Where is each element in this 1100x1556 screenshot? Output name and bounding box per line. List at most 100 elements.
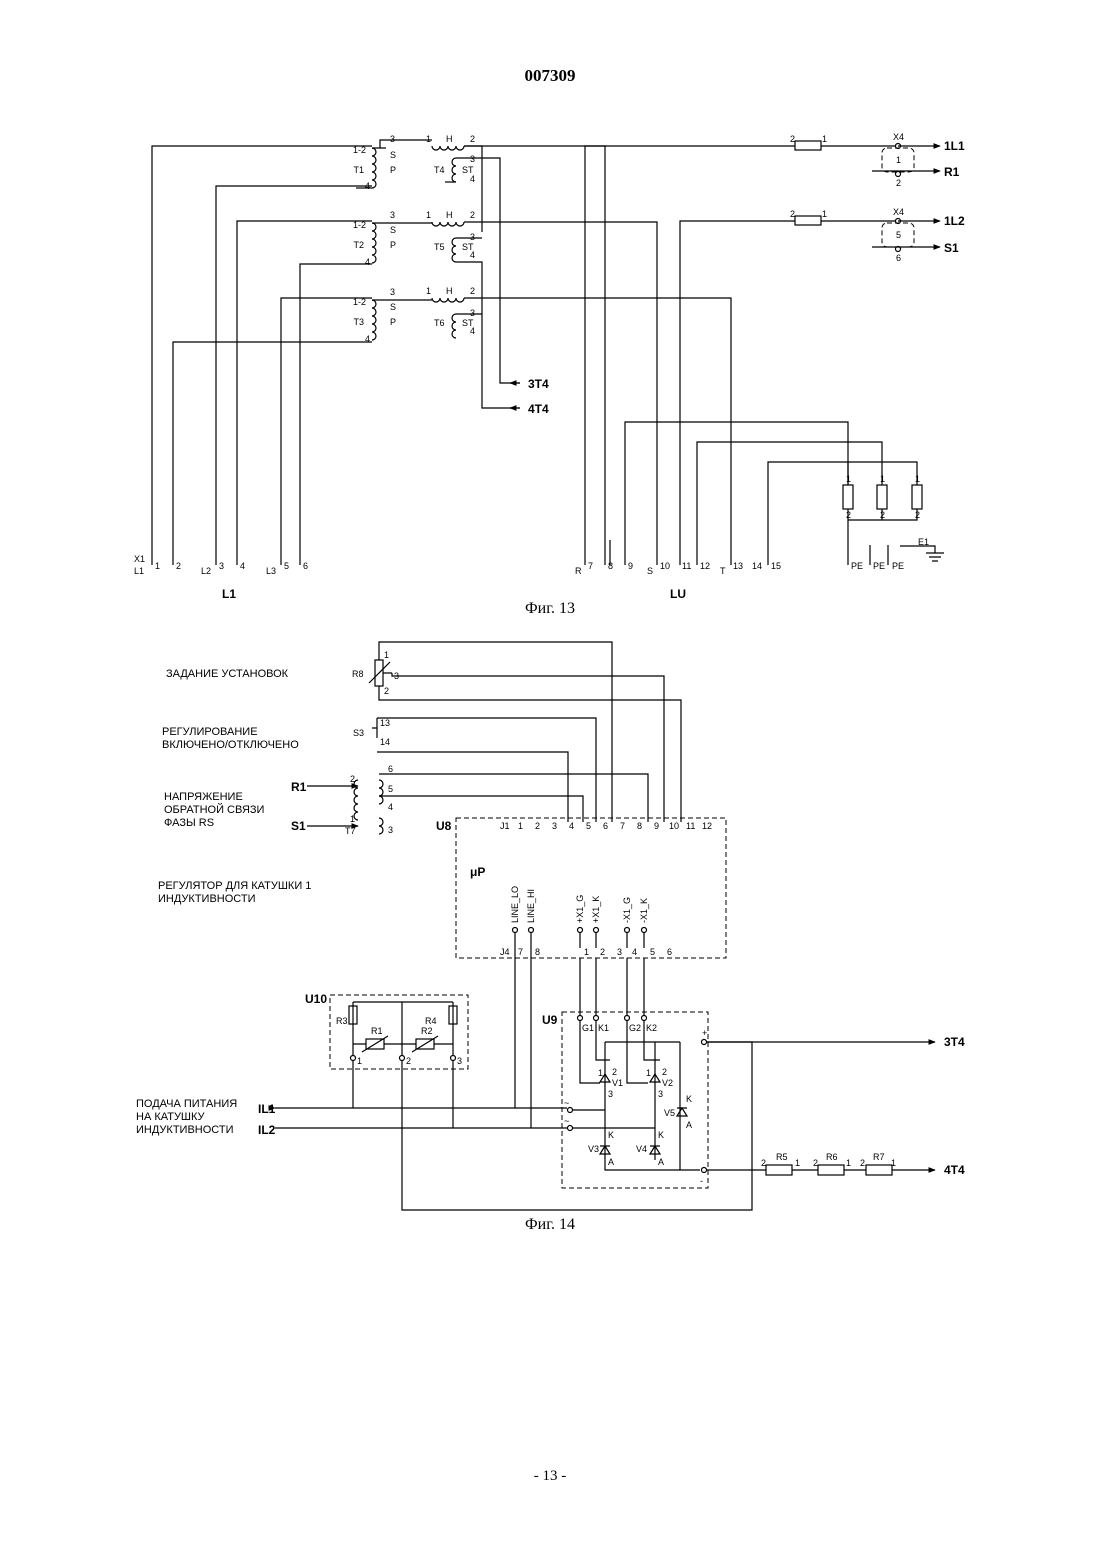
svg-text:3: 3 [219, 561, 224, 571]
svg-text:K2: K2 [646, 1023, 657, 1033]
svg-text:R3: R3 [336, 1016, 348, 1026]
txt-fb-3: ФАЗЫ RS [164, 817, 214, 829]
out-s1: S1 [944, 241, 959, 255]
txt-fb-1: НАПРЯЖЕНИЕ [164, 791, 243, 803]
t2-pin-3: 3 [390, 210, 395, 220]
x4-pin-6: 6 [896, 253, 901, 263]
fuse-f2 [795, 216, 821, 225]
svg-text:8: 8 [637, 821, 642, 831]
svg-text:7: 7 [518, 947, 523, 957]
fig13-caption: Фиг. 13 [0, 600, 1100, 618]
svg-text:+: + [702, 1028, 707, 1038]
out-r1: R1 [944, 165, 960, 179]
t5-label: T5 [434, 242, 445, 252]
svg-text:8: 8 [535, 947, 540, 957]
svg-text:J4: J4 [500, 947, 510, 957]
fig13-outputs: 3T4 4T4 [510, 377, 549, 416]
term-s: S [647, 566, 653, 576]
svg-text:12: 12 [702, 821, 712, 831]
out-1l1: 1L1 [944, 139, 965, 153]
svg-text:1: 1 [357, 1056, 362, 1066]
t4-pin-2: 2 [470, 134, 475, 144]
out-1l2: 1L2 [944, 214, 965, 228]
svg-text:2: 2 [176, 561, 181, 571]
page-number: - 13 - [0, 1468, 1100, 1485]
t3-label: T3 [353, 317, 364, 327]
resistor-b [877, 485, 887, 509]
t5-secondary [452, 238, 456, 262]
svg-text:S3: S3 [353, 728, 364, 738]
x4-2-label: X4 [893, 207, 904, 217]
up-label: μP [470, 865, 485, 879]
svg-text:~: ~ [564, 1116, 569, 1126]
resistor-a [843, 485, 853, 509]
svg-text:1: 1 [646, 1068, 651, 1078]
svg-text:R1: R1 [371, 1026, 383, 1036]
txt-regulator-2: ИНДУКТИВНОСТИ [158, 893, 256, 905]
term-x1: X1 [134, 554, 145, 564]
svg-text:-: - [700, 1176, 703, 1186]
t4-pin-1: 1 [426, 134, 431, 144]
t5-primary [432, 222, 464, 226]
t4-secondary [452, 158, 456, 182]
t5-pin-2: 2 [470, 210, 475, 220]
svg-text:12: 12 [700, 561, 710, 571]
txt-reg-2: ВКЛЮЧЕНО/ОТКЛЮЧЕНО [162, 739, 299, 751]
transformer-t1: 1-2 3 S T1 P 4 [353, 134, 396, 191]
t7-transformer: T7 2 1 6 5 4 3 R1 S1 [291, 764, 648, 836]
x4-block-1: X4 1 2 1L1 R1 2 1 [790, 132, 965, 188]
term-r: R [575, 566, 582, 576]
svg-text:13: 13 [380, 718, 390, 728]
svg-text:6: 6 [667, 947, 672, 957]
svg-text:7: 7 [620, 821, 625, 831]
svg-text:U10: U10 [305, 992, 327, 1006]
t2-pin-4: 4 [365, 257, 370, 267]
txt-regulator-1: РЕГУЛЯТОР ДЛЯ КАТУШКИ 1 [158, 880, 311, 892]
t6-pin-3: 3 [470, 308, 475, 318]
svg-text:1: 1 [795, 1158, 800, 1168]
svg-text:1: 1 [915, 474, 920, 484]
svg-text:7: 7 [588, 561, 593, 571]
svg-text:+X1_K: +X1_K [591, 896, 601, 923]
svg-text:PE: PE [873, 561, 885, 571]
transformer-t6: 1 H 2 T6 ST 3 4 [426, 286, 475, 338]
svg-text:-X1_K: -X1_K [639, 898, 649, 923]
svg-text:5: 5 [586, 821, 591, 831]
txt-reg-1: РЕГУЛИРОВАНИЕ [162, 726, 258, 738]
svg-text:3: 3 [388, 825, 393, 835]
fig14-out-3t4: 3T4 [944, 1035, 965, 1049]
in-s1: S1 [291, 819, 306, 833]
svg-text:5: 5 [650, 947, 655, 957]
svg-text:10: 10 [669, 821, 679, 831]
fuse2-pin1: 1 [822, 209, 827, 219]
in-il2: IL2 [258, 1123, 276, 1137]
svg-text:5: 5 [388, 784, 393, 794]
svg-text:3: 3 [457, 1056, 462, 1066]
svg-text:A: A [686, 1120, 692, 1130]
svg-text:3: 3 [552, 821, 557, 831]
fuse1-pin2: 2 [790, 134, 795, 144]
svg-text:2: 2 [350, 774, 355, 784]
t4-pin-4: 4 [470, 174, 475, 184]
svg-text:PE: PE [892, 561, 904, 571]
svg-text:4: 4 [632, 947, 637, 957]
term-t: T [720, 566, 726, 576]
x4-block-2: X4 5 6 1L2 S1 2 1 [790, 207, 965, 263]
fuse-f1 [795, 141, 821, 150]
svg-text:13: 13 [733, 561, 743, 571]
fig13-wires [152, 140, 944, 565]
resistor-c [912, 485, 922, 509]
x4-pin-1: 1 [896, 155, 901, 165]
svg-text:14: 14 [380, 737, 390, 747]
svg-text:4: 4 [569, 821, 574, 831]
u9-thyristor-block: U9 G1 K1 G2 K2 2 1 V1 3 2 1 V2 3 [542, 958, 708, 1188]
txt-supply-1: ПОДАЧА ПИТАНИЯ [136, 1098, 237, 1110]
transformer-t2: 1-2 3 S T2 P 4 [353, 210, 396, 267]
t4-label: T4 [434, 165, 445, 175]
t6-label: T6 [434, 318, 445, 328]
svg-text:3: 3 [617, 947, 622, 957]
svg-text:K: K [608, 1130, 614, 1140]
transformer-t3: 1-2 3 S T3 P 4 [353, 287, 396, 344]
svg-text:2: 2 [761, 1158, 766, 1168]
